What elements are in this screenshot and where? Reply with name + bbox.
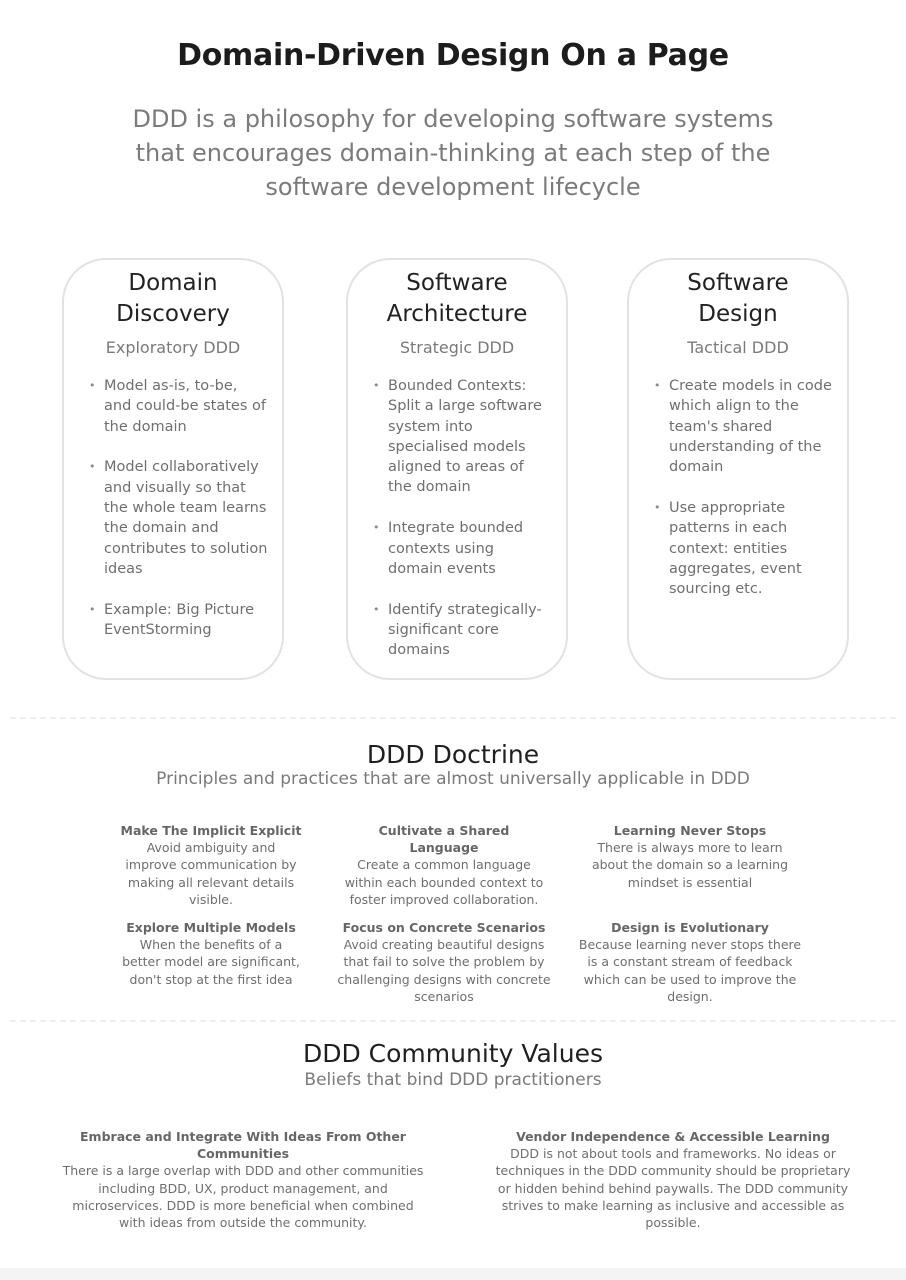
section-divider: [10, 1020, 896, 1022]
bullet-item: Model as-is, to-be, and could-be states …: [89, 376, 268, 437]
card-bullets: Model as-is, to-be, and could-be states …: [64, 376, 282, 640]
values-item-text: DDD is not about tools and frameworks. N…: [495, 1146, 851, 1231]
bullet-item: Model collaboratively and visually so th…: [89, 457, 268, 579]
values-item-text: There is a large overlap with DDD and ot…: [62, 1163, 424, 1231]
page-subtitle: DDD is a philosophy for developing softw…: [132, 105, 774, 201]
doctrine-item: Design is Evolutionary Because learning …: [576, 919, 804, 1005]
card-domain-discovery: Domain Discovery Exploratory DDD Model a…: [62, 258, 284, 680]
bullet-item: Create models in code which align to the…: [654, 376, 833, 477]
bullet-item: Bounded Contexts: Split a large software…: [373, 376, 552, 498]
doctrine-item: Make The Implicit Explicit Avoid ambigui…: [120, 822, 302, 908]
bullet-item: Example: Big Picture EventStorming: [89, 600, 268, 641]
doctrine-item-text: There is always more to learn about the …: [591, 840, 789, 890]
doctrine-item: Cultivate a Shared Language Create a com…: [344, 822, 544, 908]
bullet-item: Use appropriate patterns in each context…: [654, 498, 833, 599]
doctrine-item-text: Create a common language within each bou…: [344, 857, 544, 907]
values-title: DDD Community Values: [302, 1039, 603, 1068]
card-bullets: Bounded Contexts: Split a large software…: [348, 376, 566, 661]
values-item: Embrace and Integrate With Ideas From Ot…: [62, 1128, 424, 1231]
section-divider: [10, 717, 896, 719]
doctrine-item-heading: Cultivate a Shared Language: [378, 823, 510, 856]
doctrine-item-heading: Make The Implicit Explicit: [120, 823, 302, 838]
doctrine-item-text: Because learning never stops there is a …: [578, 937, 802, 1004]
doctrine-item-text: When the benefits of a better model are …: [122, 937, 300, 987]
card-title: Domain Discovery: [116, 270, 230, 327]
page-title: Domain-Driven Design On a Page: [177, 38, 729, 73]
bullet-item: Identify strategically-significant core …: [373, 600, 552, 661]
values-item: Vendor Independence & Accessible Learnin…: [492, 1128, 854, 1231]
doctrine-item-heading: Design is Evolutionary: [611, 920, 769, 935]
doctrine-item-heading: Focus on Concrete Scenarios: [342, 920, 546, 935]
card-subtitle: Tactical DDD: [687, 338, 789, 357]
card-title: Software Design: [687, 270, 789, 327]
doctrine-subtitle: Principles and practices that are almost…: [156, 769, 750, 789]
card-subtitle: Strategic DDD: [399, 338, 515, 357]
doctrine-item: Learning Never Stops There is always mor…: [582, 822, 798, 891]
doctrine-item-text: Avoid ambiguity and improve communicatio…: [125, 840, 297, 907]
doctrine-item-heading: Explore Multiple Models: [126, 920, 296, 935]
doctrine-title: DDD Doctrine: [366, 740, 540, 769]
card-software-design: Software Design Tactical DDD Create mode…: [627, 258, 849, 680]
card-subtitle: Exploratory DDD: [105, 338, 241, 357]
values-item-heading: Embrace and Integrate With Ideas From Ot…: [80, 1129, 406, 1162]
card-title: Software Architecture: [386, 270, 528, 327]
doctrine-item-text: Avoid creating beautiful designs that fa…: [337, 937, 551, 1004]
card-software-architecture: Software Architecture Strategic DDD Boun…: [346, 258, 568, 680]
doctrine-item-heading: Learning Never Stops: [613, 823, 767, 838]
card-bullets: Create models in code which align to the…: [629, 376, 847, 599]
bullet-item: Integrate bounded contexts using domain …: [373, 518, 552, 579]
doctrine-item: Focus on Concrete Scenarios Avoid creati…: [332, 919, 556, 1005]
values-subtitle: Beliefs that bind DDD practitioners: [304, 1070, 602, 1090]
page-bottom-edge: [0, 1268, 906, 1280]
values-item-heading: Vendor Independence & Accessible Learnin…: [516, 1129, 830, 1144]
doctrine-item: Explore Multiple Models When the benefit…: [120, 919, 302, 988]
